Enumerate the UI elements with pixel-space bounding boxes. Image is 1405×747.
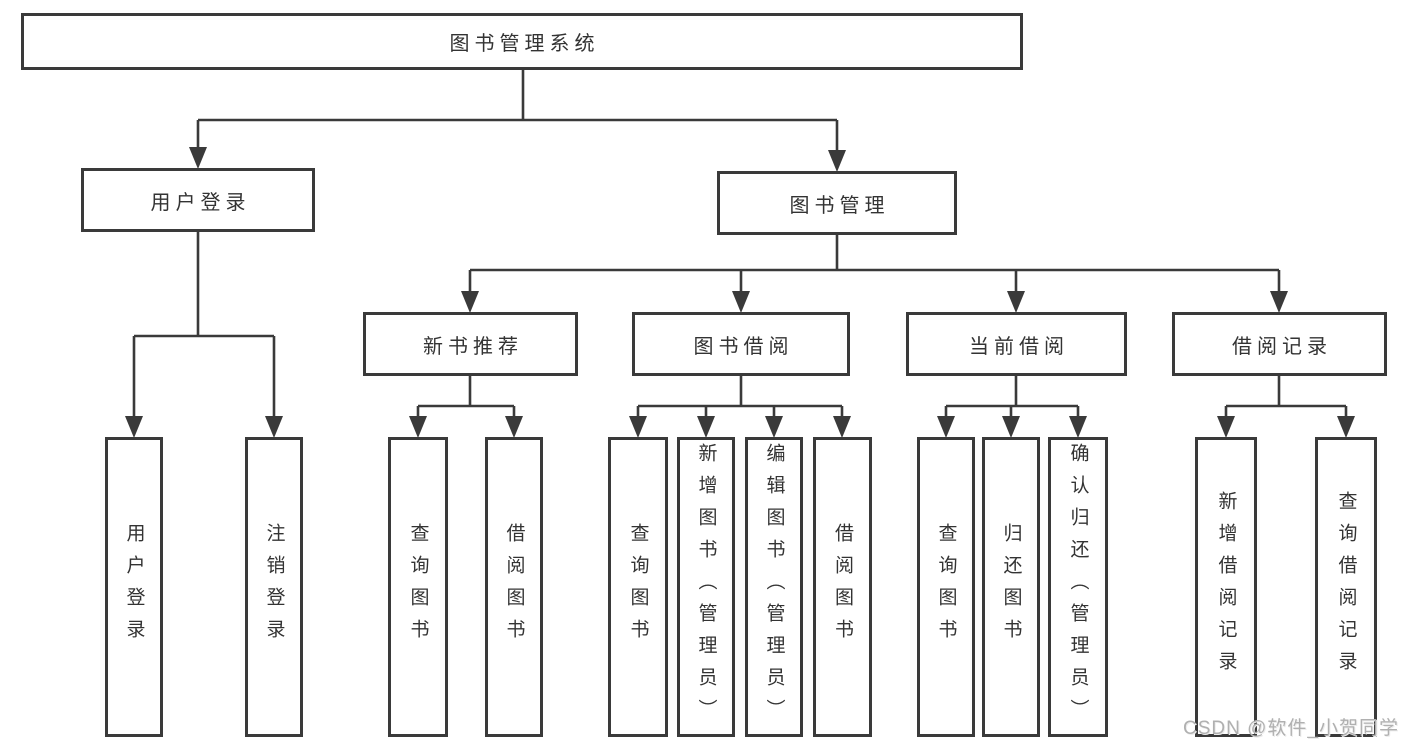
leaf-br-query-record: 查询借阅记录 (1315, 437, 1377, 737)
leaf-cb-return-books-label: 归还图书 (1000, 523, 1022, 651)
edges-current-borrow-to-leaves (937, 376, 1087, 438)
leaf-cb-confirm-return-admin-label: 确认归还（管理员） (1067, 443, 1089, 731)
arrowhead-cb-return (1002, 416, 1020, 438)
node-book-borrow-label: 图书借阅 (693, 335, 794, 358)
leaf-bb-add-books-admin: 新增图书（管理员） (677, 437, 735, 737)
leaf-nbr-query-books: 查询图书 (388, 437, 448, 737)
leaf-bb-add-books-admin-label: 新增图书（管理员） (695, 443, 717, 731)
leaf-bb-query-books: 查询图书 (608, 437, 668, 737)
node-new-book-recommend: 新书推荐 (363, 312, 578, 376)
node-book-borrow: 图书借阅 (632, 312, 850, 376)
arrowhead-borrow-records (1270, 291, 1288, 313)
edges-borrow-records-to-leaves (1217, 376, 1355, 438)
arrowhead-bb-edit (765, 416, 783, 438)
edges-user-login-to-leaves (125, 232, 283, 438)
leaf-bb-borrow-books-label: 借阅图书 (832, 523, 853, 651)
leaf-nbr-query-books-label: 查询图书 (407, 523, 429, 651)
arrowhead-cb-confirm (1069, 416, 1087, 438)
arrowhead-book-borrow (732, 291, 750, 313)
edges-book-management-to-level3 (461, 235, 1288, 313)
csdn-watermark: CSDN @软件_小贺同学 (1183, 718, 1399, 739)
leaf-nbr-borrow-books: 借阅图书 (485, 437, 543, 737)
leaf-cb-return-books: 归还图书 (982, 437, 1040, 737)
arrowhead-user-login (189, 147, 207, 169)
leaf-user-login-label: 用户登录 (123, 523, 145, 651)
leaf-cb-query-books: 查询图书 (917, 437, 975, 737)
edges-book-borrow-to-leaves (629, 376, 851, 438)
node-root: 图书管理系统 (21, 13, 1023, 70)
arrowhead-leaf-user-login (125, 416, 143, 438)
leaf-nbr-borrow-books-label: 借阅图书 (503, 523, 525, 651)
node-book-management: 图书管理 (717, 171, 957, 235)
arrowhead-new-book-recommend (461, 291, 479, 313)
node-book-management-label: 图书管理 (789, 194, 890, 217)
arrowhead-current-borrow (1007, 291, 1025, 313)
arrowhead-br-add (1217, 416, 1235, 438)
arrowhead-bb-query (629, 416, 647, 438)
leaf-bb-edit-books-admin: 编辑图书（管理员） (745, 437, 803, 737)
node-borrow-records: 借阅记录 (1172, 312, 1387, 376)
leaf-bb-borrow-books: 借阅图书 (813, 437, 872, 737)
leaf-cb-confirm-return-admin: 确认归还（管理员） (1048, 437, 1108, 737)
leaf-bb-query-books-label: 查询图书 (627, 523, 649, 651)
node-new-book-recommend-label: 新书推荐 (423, 335, 523, 358)
node-borrow-records-label: 借阅记录 (1232, 335, 1332, 358)
leaf-user-login: 用户登录 (105, 437, 163, 737)
arrowhead-book-management (828, 150, 846, 172)
arrowhead-bb-add (697, 416, 715, 438)
node-root-label: 图书管理系统 (449, 33, 600, 55)
leaf-logout: 注销登录 (245, 437, 303, 737)
node-user-login: 用户登录 (81, 168, 315, 232)
leaf-logout-label: 注销登录 (263, 523, 285, 651)
leaf-br-add-record-label: 新增借阅记录 (1215, 491, 1237, 683)
node-user-login-label: 用户登录 (150, 191, 251, 214)
arrowhead-cb-query (937, 416, 955, 438)
node-current-borrow-label: 当前借阅 (969, 335, 1069, 358)
arrowhead-br-query (1337, 416, 1355, 438)
leaf-br-query-record-label: 查询借阅记录 (1335, 491, 1357, 683)
arrowhead-nbr-query (409, 416, 427, 438)
edges-new-book-recommend-to-leaves (409, 376, 523, 438)
leaf-bb-edit-books-admin-label: 编辑图书（管理员） (763, 443, 785, 731)
leaf-cb-query-books-label: 查询图书 (935, 523, 957, 651)
arrowhead-bb-borrow (833, 416, 851, 438)
arrowhead-leaf-logout (265, 416, 283, 438)
edges-root-to-level2 (189, 70, 846, 172)
arrowhead-nbr-borrow (505, 416, 523, 438)
node-current-borrow: 当前借阅 (906, 312, 1127, 376)
leaf-br-add-record: 新增借阅记录 (1195, 437, 1257, 737)
